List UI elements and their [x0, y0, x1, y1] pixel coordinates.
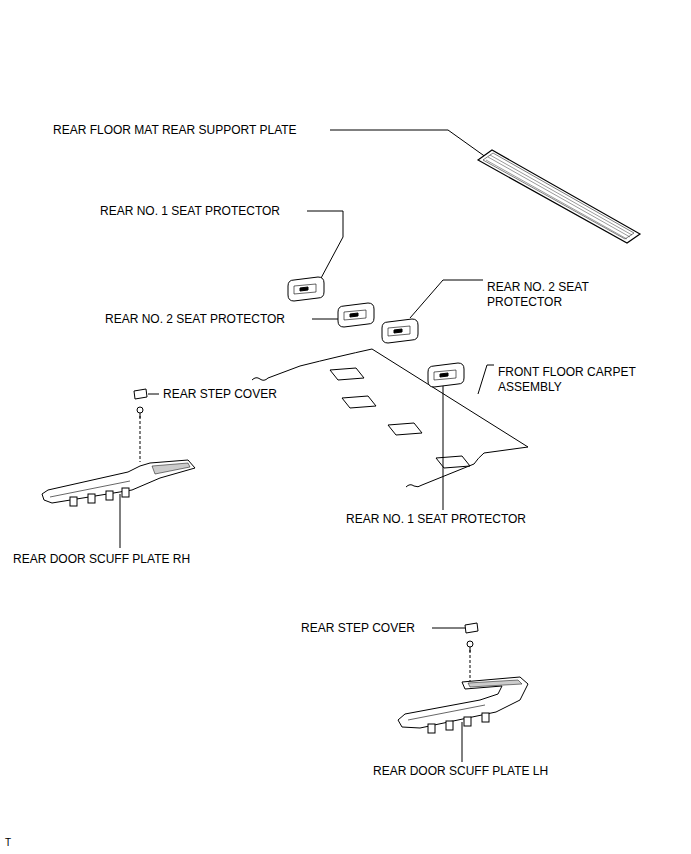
seat-protector	[288, 277, 464, 387]
leader-line	[410, 280, 483, 318]
part-label: REAR STEP COVER	[299, 621, 417, 636]
part-label: REAR FLOOR MAT REAR SUPPORT PLATE	[51, 123, 299, 138]
scuff-plate	[398, 677, 528, 733]
support-plate	[478, 150, 640, 243]
leader-line	[312, 319, 340, 320]
leader-line	[432, 628, 466, 629]
leader-line	[148, 394, 159, 395]
part-label: REAR NO. 1 SEAT PROTECTOR	[344, 512, 528, 527]
part-label: T	[3, 835, 13, 850]
leader-line	[462, 722, 463, 762]
leader-line	[307, 211, 343, 280]
leader-line	[478, 365, 494, 394]
part-label: REAR DOOR SCUFF PLATE RH	[11, 552, 192, 567]
part-label: REAR NO. 2 SEAT PROTECTOR	[103, 312, 287, 327]
assembly-line	[140, 416, 141, 462]
scuff-plate	[42, 460, 195, 506]
part-label: REAR DOOR SCUFF PLATE LH	[371, 764, 550, 779]
part-label: REAR STEP COVER	[161, 387, 279, 402]
floor-carpet	[252, 349, 528, 487]
leader-line	[330, 130, 490, 160]
part-label: FRONT FLOOR CARPET ASSEMBLY	[496, 365, 650, 395]
part-label: REAR NO. 2 SEAT PROTECTOR	[485, 280, 609, 310]
part-label: REAR NO. 1 SEAT PROTECTOR	[98, 204, 282, 219]
leader-line	[120, 494, 121, 548]
leader-line	[443, 378, 444, 510]
